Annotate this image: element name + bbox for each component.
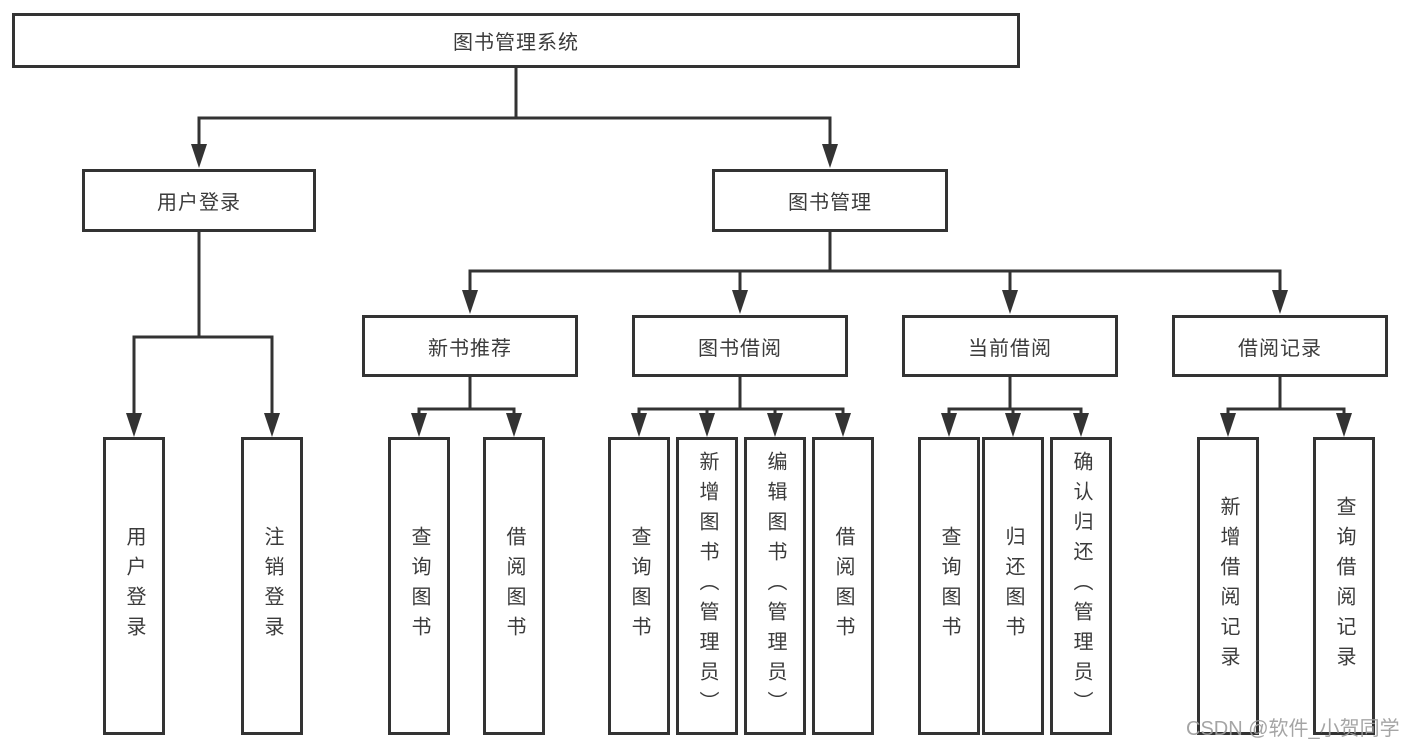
connector-new-book [417,375,516,422]
connector-root [197,66,832,150]
leaf-borrow-edit-book-admin: 编辑图书（管理员） [744,437,806,735]
connector-borrow-records [1226,375,1346,422]
watermark: CSDN @软件_小贺同学 [1186,718,1400,740]
node-root: 图书管理系统 [12,13,1020,68]
leaf-current-confirm-return-admin: 确认归还（管理员） [1050,437,1112,735]
connector-book-borrow [637,375,845,422]
node-book-borrow: 图书借阅 [632,315,848,377]
leaf-records-add-record: 新增借阅记录 [1197,437,1259,735]
connector-user-login [132,230,274,420]
leaf-borrow-query-book: 查询图书 [608,437,670,735]
connector-book-management [468,230,1282,296]
node-book-management: 图书管理 [712,169,948,232]
leaf-records-query-record: 查询借阅记录 [1313,437,1375,735]
leaf-borrow-borrow-book: 借阅图书 [812,437,874,735]
leaf-logout: 注销登录 [241,437,303,735]
node-borrow-records: 借阅记录 [1172,315,1388,377]
leaf-current-return-book: 归还图书 [982,437,1044,735]
node-current-borrow: 当前借阅 [902,315,1118,377]
node-user-login: 用户登录 [82,169,316,232]
leaf-recommend-borrow-book: 借阅图书 [483,437,545,735]
leaf-recommend-query-book: 查询图书 [388,437,450,735]
leaf-user-login: 用户登录 [103,437,165,735]
leaf-current-query-book: 查询图书 [918,437,980,735]
node-new-book-recommend: 新书推荐 [362,315,578,377]
leaf-borrow-add-book-admin: 新增图书（管理员） [676,437,738,735]
arrowheads [126,144,1352,437]
